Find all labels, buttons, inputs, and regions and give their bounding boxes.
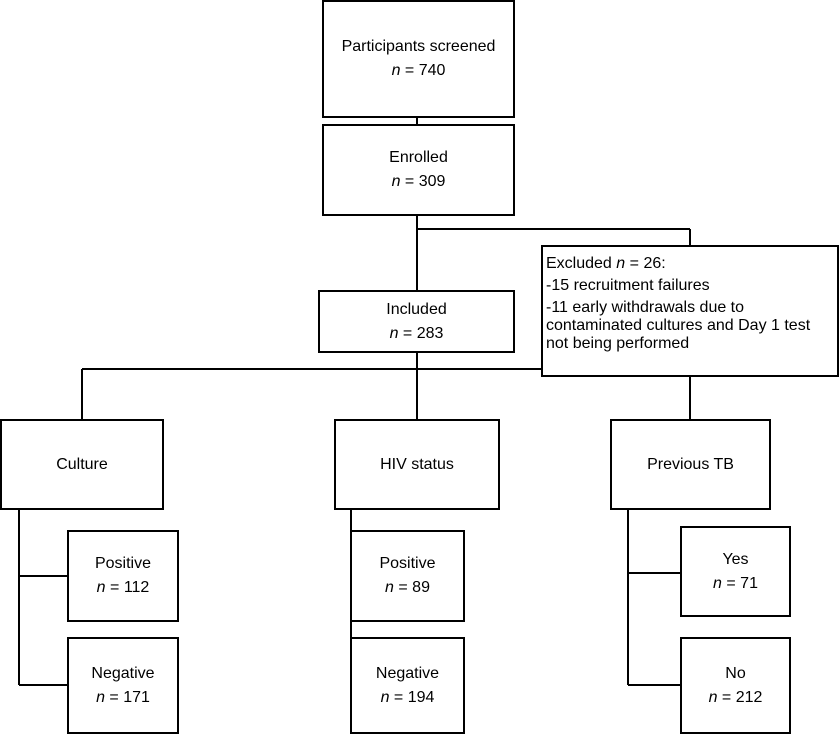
previous-tb-no-count: n = 212 <box>708 688 763 706</box>
previous-tb-box: Previous TB <box>610 419 771 510</box>
previous-tb-yes-label: Yes <box>722 550 749 568</box>
excluded-line: -15 recruitment failures <box>546 277 710 294</box>
previous-tb-label: Previous TB <box>647 455 734 473</box>
included-box: Included n = 283 <box>318 290 515 353</box>
culture-positive-box: Positive n = 112 <box>67 530 179 622</box>
included-label: Included <box>386 300 447 318</box>
hiv-status-box: HIV status <box>334 419 500 510</box>
hiv-positive-label: Positive <box>379 555 436 572</box>
previous-tb-no-box: No n = 212 <box>680 637 791 734</box>
enrolled-count: n = 309 <box>391 173 446 190</box>
enrolled-box: Enrolled n = 309 <box>322 124 515 216</box>
excluded-heading: Excluded n = 26: <box>546 255 666 272</box>
excluded-line: not being performed <box>546 335 690 352</box>
culture-negative-box: Negative n = 171 <box>67 637 179 734</box>
included-count: n = 283 <box>389 324 444 342</box>
screened-box: Participants screened n = 740 <box>322 0 515 118</box>
previous-tb-no-label: No <box>725 664 746 682</box>
culture-negative-label: Negative <box>91 664 155 682</box>
previous-tb-yes-count: n = 71 <box>713 574 758 592</box>
culture-negative-count: n = 171 <box>96 688 150 706</box>
culture-positive-count: n = 112 <box>96 579 150 596</box>
excluded-line: contaminated cultures and Day 1 test <box>546 317 811 334</box>
hiv-positive-count: n = 89 <box>385 579 430 596</box>
excluded-line: -11 early withdrawals due to <box>546 299 745 316</box>
excluded-box: Excluded n = 26: -15 recruitment failure… <box>541 245 839 377</box>
culture-positive-label: Positive <box>94 555 152 572</box>
culture-label: Culture <box>56 455 108 473</box>
hiv-status-label: HIV status <box>380 455 454 473</box>
hiv-positive-box: Positive n = 89 <box>350 530 465 622</box>
previous-tb-yes-box: Yes n = 71 <box>680 526 791 617</box>
hiv-negative-count: n = 194 <box>380 688 435 706</box>
screened-count: n = 740 <box>391 62 446 79</box>
hiv-negative-label: Negative <box>375 664 440 682</box>
culture-box: Culture <box>0 419 164 510</box>
screened-label: Participants screened <box>341 38 496 55</box>
hiv-negative-box: Negative n = 194 <box>350 637 465 734</box>
enrolled-label: Enrolled <box>389 149 448 166</box>
